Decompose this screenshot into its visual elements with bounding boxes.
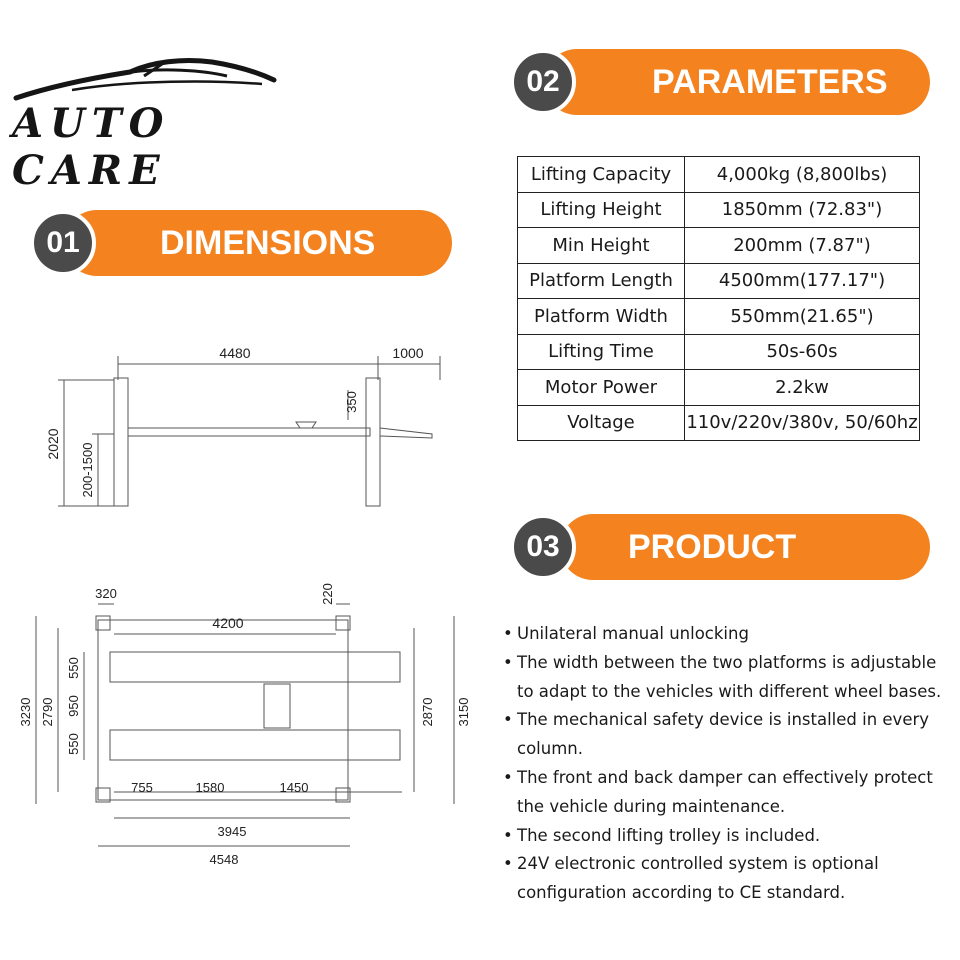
parameter-label: Lifting Height <box>517 191 685 228</box>
section-header-parameters: PARAMETERS 02 <box>510 49 930 115</box>
dim-ramp-length: 1000 <box>392 345 423 361</box>
bullet-icon: • <box>503 854 513 874</box>
dim-platform-width-1: 550 <box>66 657 81 679</box>
dim-overall-length: 4480 <box>219 345 250 361</box>
dim-platform-width-2: 550 <box>66 733 81 755</box>
dim-gap-width: 950 <box>66 695 81 717</box>
dim-column-offset: 220 <box>320 583 335 605</box>
feature-text: The width between the two platforms is a… <box>517 652 942 701</box>
dim-platform-height: 200-1500 <box>80 443 95 498</box>
dim-column-width: 320 <box>95 586 117 601</box>
section-title: PRODUCT FEATURES <box>628 528 809 632</box>
feature-text: The second lifting trolley is included. <box>517 825 821 845</box>
section-header-features: PRODUCT FEATURES 03 <box>510 514 930 632</box>
side-view-drawing: 4480 1000 350 2020 200-1500 <box>45 345 441 507</box>
features-list: •Unilateral manual unlocking•The width b… <box>503 620 943 908</box>
section-number-badge: 02 <box>510 49 576 115</box>
section-header-dimensions: DIMENSIONS 01 <box>30 210 452 276</box>
section-number-badge: 01 <box>30 210 96 276</box>
feature-item: •The mechanical safety device is install… <box>503 706 943 764</box>
feature-text: The mechanical safety device is installe… <box>517 710 930 759</box>
bullet-icon: • <box>503 767 513 787</box>
dim-overall-length: 4548 <box>210 852 239 867</box>
parameter-label: Min Height <box>517 227 685 264</box>
dim-outer-width: 3230 <box>18 698 33 727</box>
dim-seg-1: 755 <box>131 780 153 795</box>
car-silhouette-icon <box>13 58 277 101</box>
dim-inner-length: 4200 <box>212 615 243 631</box>
feature-text: The front and back damper can effectivel… <box>517 767 933 816</box>
dim-overall-height: 2020 <box>45 428 61 459</box>
bullet-icon: • <box>503 624 513 643</box>
bullet-icon: • <box>503 652 513 672</box>
feature-item: •The second lifting trolley is included. <box>503 822 943 851</box>
feature-item: •The width between the two platforms is … <box>503 649 943 707</box>
feature-text: Unilateral manual unlocking <box>517 624 749 643</box>
feature-item: •Unilateral manual unlocking <box>503 620 943 649</box>
dim-inner-width-left: 2790 <box>40 698 55 727</box>
brand-logo: AUTO CARE <box>12 50 282 194</box>
bullet-icon: • <box>503 825 513 845</box>
parameter-value: 4,000kg (8,800lbs) <box>684 156 920 193</box>
section-number-badge: 03 <box>510 514 576 580</box>
parameter-label: Motor Power <box>517 369 685 406</box>
parameter-value: 1850mm (72.83") <box>684 191 920 228</box>
feature-item: •24V electronic controlled system is opt… <box>503 850 943 908</box>
section-title: PARAMETERS <box>652 63 888 101</box>
dim-inner-width-right: 2870 <box>420 698 435 727</box>
section-title: DIMENSIONS <box>160 224 376 262</box>
feature-text: 24V electronic controlled system is opti… <box>517 854 879 903</box>
dim-outer-width-right: 3150 <box>456 698 471 727</box>
dim-seg-2: 1580 <box>196 780 225 795</box>
parameter-value: 4500mm(177.17") <box>684 262 920 299</box>
dim-jack-height: 350 <box>344 391 359 413</box>
parameter-label: Platform Length <box>517 262 685 299</box>
header-bar: DIMENSIONS <box>64 210 452 276</box>
top-view-drawing: 320 220 4200 3230 2790 550 950 550 2870 … <box>18 583 471 867</box>
parameter-label: Platform Width <box>517 298 685 335</box>
header-bar: PRODUCT FEATURES <box>560 514 930 632</box>
parameter-value: 200mm (7.87") <box>684 227 920 264</box>
header-bar: PARAMETERS <box>544 49 930 115</box>
parameter-value: 2.2kw <box>684 369 920 406</box>
parameter-value: 50s-60s <box>684 333 920 370</box>
parameter-value: 110v/220v/380v, 50/60hz <box>684 404 920 441</box>
parameter-label: Lifting Time <box>517 333 685 370</box>
dim-seg-3: 1450 <box>280 780 309 795</box>
parameter-value: 550mm(21.65") <box>684 298 920 335</box>
bullet-icon: • <box>503 710 513 730</box>
feature-item: •The front and back damper can effective… <box>503 764 943 822</box>
parameter-label: Voltage <box>517 404 685 441</box>
logo-text: AUTO CARE <box>12 100 171 194</box>
dim-runway-length: 3945 <box>218 824 247 839</box>
parameter-label: Lifting Capacity <box>517 156 685 193</box>
